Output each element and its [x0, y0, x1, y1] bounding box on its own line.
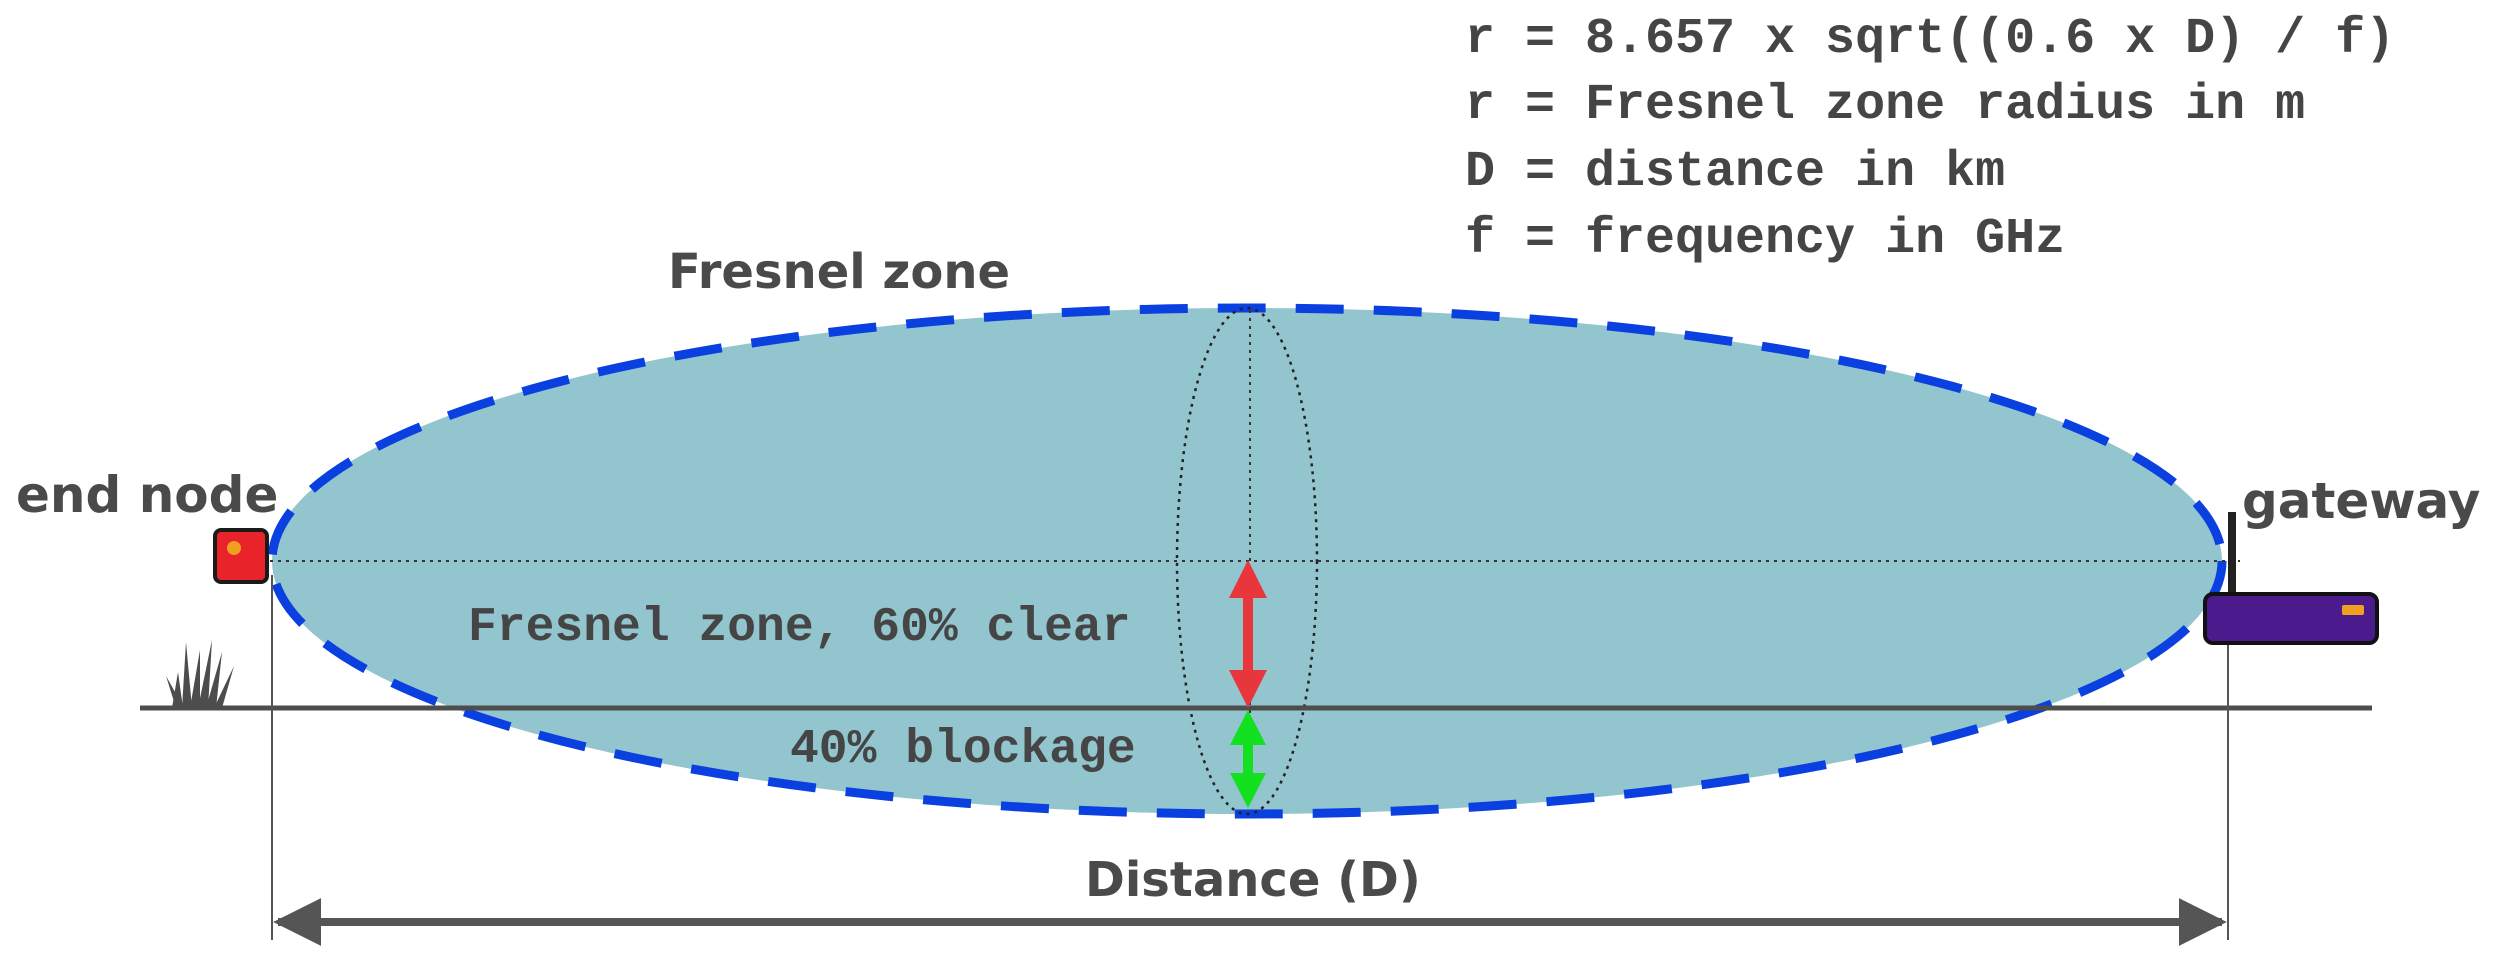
- gateway-label: gateway: [2242, 472, 2480, 530]
- clear-label: Fresnel zone, 60% clear: [468, 601, 1131, 655]
- cross-section-ellipse: [1175, 306, 1319, 816]
- fresnel-zone-title: Fresnel zone: [668, 244, 1010, 300]
- blockage-label: 40% blockage: [790, 723, 1136, 777]
- gateway-antenna-icon: [2203, 512, 2379, 645]
- formula-line-r: r = Fresnel zone radius in m: [1465, 77, 2305, 134]
- formula-line-d: D = distance in km: [1465, 144, 2005, 201]
- grass-icon: [166, 640, 234, 708]
- formula-line-equation: r = 8.657 x sqrt((0.6 x D) / f): [1465, 11, 2395, 68]
- formula-line-f: f = frequency in GHz: [1465, 211, 2065, 268]
- formula-block: r = 8.657 x sqrt((0.6 x D) / f) r = Fres…: [1465, 11, 2395, 268]
- end-node-device-icon: [213, 528, 269, 584]
- end-node-label: end node: [16, 466, 278, 524]
- clear-arrow: [1229, 560, 1267, 708]
- distance-label: Distance (D): [1085, 852, 1421, 908]
- blockage-arrow: [1230, 710, 1266, 808]
